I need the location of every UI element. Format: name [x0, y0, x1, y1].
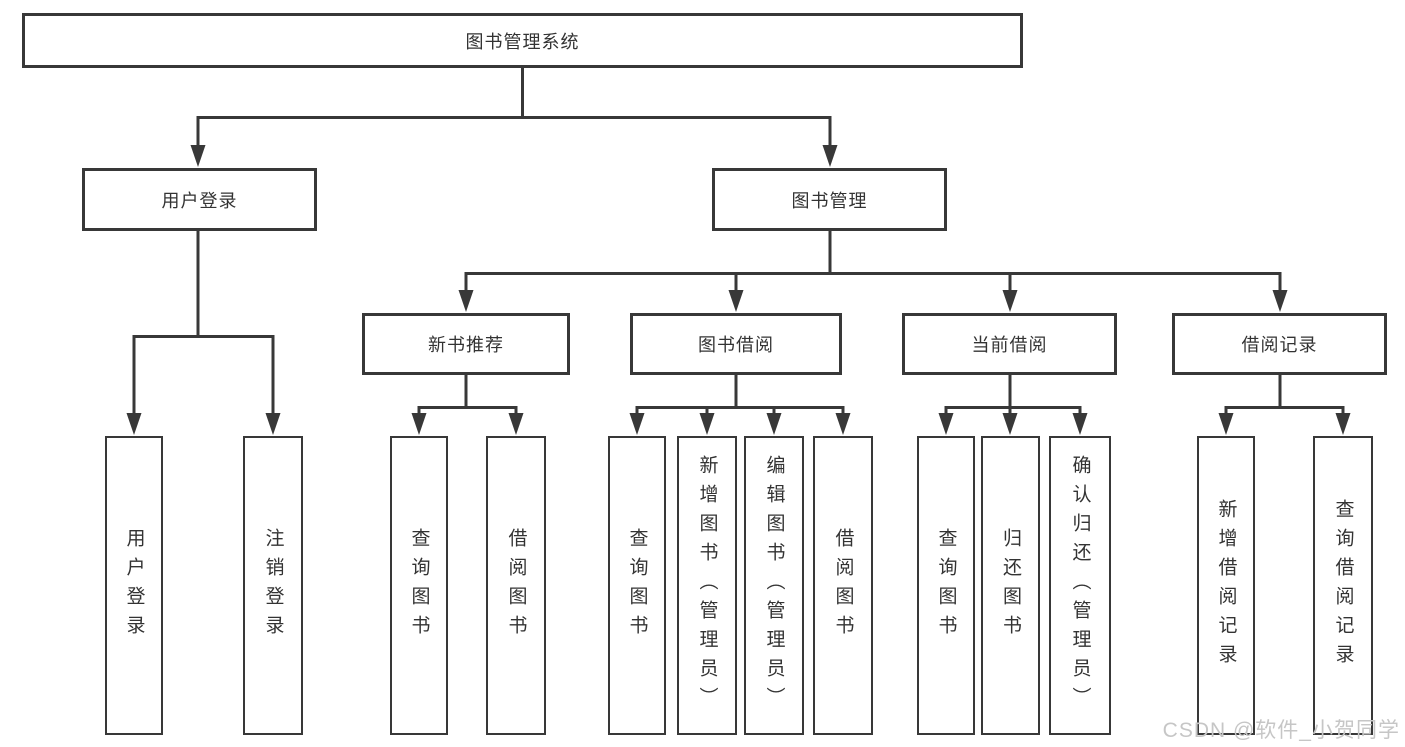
leaf-borrow-books-2-label: 借阅图书	[832, 527, 854, 644]
leaf-borrow-books-1-label: 借阅图书	[505, 527, 527, 644]
connector-book-management-to-level3	[458, 231, 1288, 312]
connector-current-borrow-branch	[938, 375, 1088, 435]
leaf-query-borrow-record: 查询借阅记录	[1313, 436, 1373, 735]
node-user-login-label: 用户登录	[161, 190, 238, 211]
leaf-edit-books-admin-label: 编辑图书（管理员）	[763, 455, 785, 716]
connector-new-book-branch	[411, 375, 524, 435]
leaf-query-books-2: 查询图书	[608, 436, 666, 735]
leaf-return-books: 归还图书	[981, 436, 1040, 735]
leaf-user-login-label: 用户登录	[123, 527, 145, 644]
leaf-edit-books-admin: 编辑图书（管理员）	[744, 436, 804, 735]
leaf-query-books-1-label: 查询图书	[408, 527, 430, 644]
leaf-user-login: 用户登录	[105, 436, 163, 735]
node-book-borrow-label: 图书借阅	[698, 335, 774, 355]
leaf-query-books-3: 查询图书	[917, 436, 975, 735]
leaf-add-borrow-record-label: 新增借阅记录	[1215, 498, 1237, 673]
leaf-add-borrow-record: 新增借阅记录	[1197, 436, 1255, 735]
connector-root-to-level2	[190, 68, 838, 167]
leaf-query-books-3-label: 查询图书	[935, 527, 957, 644]
leaf-confirm-return-admin: 确认归还（管理员）	[1049, 436, 1111, 735]
node-borrow-records-label: 借阅记录	[1241, 335, 1318, 355]
node-library-system: 图书管理系统	[22, 13, 1023, 68]
leaf-logout: 注销登录	[243, 436, 303, 735]
connector-borrow-records-branch	[1218, 375, 1351, 435]
connector-user-login-branch	[126, 231, 281, 435]
leaf-add-books-admin-label: 新增图书（管理员）	[696, 455, 718, 716]
leaf-query-books-2-label: 查询图书	[626, 527, 648, 644]
node-borrow-records: 借阅记录	[1172, 313, 1387, 375]
watermark-text: CSDN @软件_小贺同学	[1162, 719, 1400, 742]
node-book-borrow: 图书借阅	[630, 313, 842, 375]
leaf-borrow-books-2: 借阅图书	[813, 436, 873, 735]
node-book-management-label: 图书管理	[791, 190, 868, 211]
node-user-login: 用户登录	[82, 168, 317, 231]
leaf-return-books-label: 归还图书	[1000, 527, 1021, 644]
node-new-book-recommend-label: 新书推荐	[428, 335, 504, 355]
node-library-system-label: 图书管理系统	[465, 31, 580, 52]
connector-book-borrow-branch	[629, 375, 851, 435]
node-current-borrow: 当前借阅	[902, 313, 1117, 375]
leaf-query-borrow-record-label: 查询借阅记录	[1332, 498, 1354, 673]
leaf-confirm-return-admin-label: 确认归还（管理员）	[1069, 455, 1091, 716]
leaf-borrow-books-1: 借阅图书	[486, 436, 546, 735]
leaf-add-books-admin: 新增图书（管理员）	[677, 436, 737, 735]
leaf-logout-label: 注销登录	[262, 527, 284, 644]
node-new-book-recommend: 新书推荐	[362, 313, 570, 375]
leaf-query-books-1: 查询图书	[390, 436, 448, 735]
node-current-borrow-label: 当前借阅	[971, 335, 1048, 355]
node-book-management: 图书管理	[712, 168, 947, 231]
